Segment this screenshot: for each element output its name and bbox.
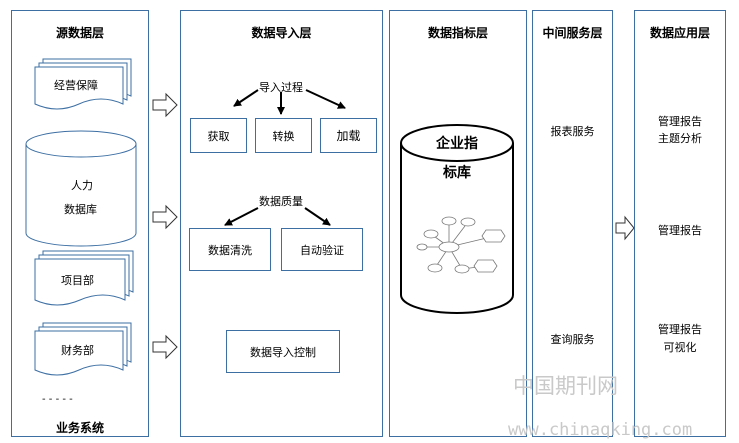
import-control-box: 数据导入控制 <box>226 330 340 373</box>
middle-layer-title: 中间服务层 <box>542 26 603 40</box>
flow-arrow-icon <box>152 334 178 360</box>
middle-layer-panel: 中间服务层 <box>532 10 613 437</box>
indicator-db-label-line2: 标库 <box>443 165 471 181</box>
process-arrow-to-load <box>305 89 346 109</box>
flow-arrow-icon <box>615 215 635 241</box>
watermark-url: www.chinaqking.com <box>508 420 693 440</box>
hr-database-icon <box>25 130 137 247</box>
app-layer-panel: 数据应用层 <box>634 10 726 437</box>
quality-arrow-to-verify <box>304 207 331 226</box>
doc-finance-label: 财务部 <box>61 344 94 357</box>
app-item3-line2: 可视化 <box>663 341 697 354</box>
doc-projects-label: 项目部 <box>61 274 94 287</box>
watermark-cn: 中国期刊网 <box>513 374 618 398</box>
step-load-box: 加载 <box>320 118 377 153</box>
source-layer-title: 源数据层 <box>55 26 104 40</box>
app-item1-line1: 管理报告 <box>658 115 702 128</box>
app-layer-title: 数据应用层 <box>649 26 710 40</box>
flow-arrow-icon <box>152 92 178 118</box>
indicator-network-icon <box>416 216 506 274</box>
app-item2: 管理报告 <box>658 224 702 237</box>
flow-arrow-icon <box>152 204 178 230</box>
process-arrow-to-fetch <box>233 89 259 107</box>
doc-ops-icon <box>34 58 132 110</box>
indicator-database-icon <box>400 124 514 314</box>
step-fetch-box: 获取 <box>190 118 247 153</box>
flow-arrows-source-import <box>152 92 178 360</box>
indicator-layer-title: 数据指标层 <box>427 26 488 40</box>
auto-verify-box: 自动验证 <box>281 228 363 271</box>
import-layer-title: 数据导入层 <box>251 26 312 40</box>
query-service-label: 查询服务 <box>550 333 595 346</box>
app-item1-line2: 主题分析 <box>658 132 702 145</box>
report-service-label: 报表服务 <box>550 125 595 138</box>
doc-projects-icon <box>34 250 134 306</box>
app-item3-line1: 管理报告 <box>658 323 702 336</box>
source-layer-footer: 业务系统 <box>55 421 104 435</box>
import-process-label: 导入过程 <box>259 81 303 94</box>
step-transform-box: 转换 <box>255 118 312 153</box>
hr-db-label-line2: 数据库 <box>64 203 97 216</box>
flow-arrow-middle-app <box>615 215 635 241</box>
quality-arrow-to-clean <box>224 207 259 226</box>
source-layer-ellipsis: - - - - - <box>42 394 73 405</box>
hr-db-label-line1: 人力 <box>71 179 93 192</box>
doc-finance-icon <box>34 322 132 376</box>
indicator-db-label-line1: 企业指 <box>436 136 478 152</box>
data-quality-label: 数据质量 <box>259 195 303 208</box>
data-cleaning-box: 数据清洗 <box>189 228 271 271</box>
doc-ops-label: 经营保障 <box>54 79 98 92</box>
